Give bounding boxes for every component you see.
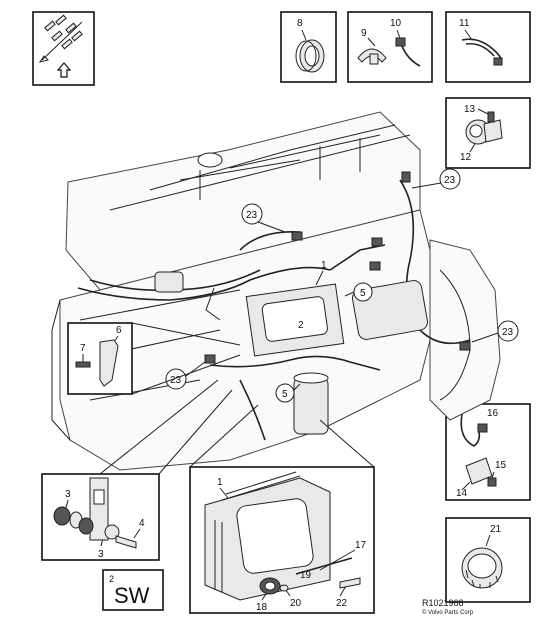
box-ecu-detail: 1 17 19 18 20 22 xyxy=(189,404,375,614)
sw-box: 2 SW xyxy=(102,569,164,611)
parts-group-icon xyxy=(44,14,83,50)
callout-8: 8 xyxy=(297,18,303,29)
up-arrow-icon xyxy=(56,62,72,78)
callout-23b: 23 xyxy=(444,175,456,186)
box-part-9-10: 9 10 xyxy=(347,11,433,83)
callout-5b: 5 xyxy=(282,389,288,400)
box-part-8: 8 xyxy=(280,11,337,83)
direction-arrow-icon xyxy=(38,55,49,63)
box-part-3-4: 3 3 4 xyxy=(41,379,233,561)
callout-1-detail: 1 xyxy=(217,477,223,488)
callout-7: 7 xyxy=(80,343,86,354)
callout-20: 20 xyxy=(290,598,302,609)
box-part-11: 11 xyxy=(445,11,531,83)
callout-10: 10 xyxy=(390,18,402,29)
callout-3b: 3 xyxy=(98,549,104,560)
bracket-clip-icon xyxy=(465,457,493,485)
sw-number: 2 xyxy=(109,574,114,584)
box-part-21: 21 xyxy=(445,517,531,603)
callout-22: 22 xyxy=(336,598,348,609)
sw-label: SW xyxy=(114,583,150,608)
box-part-12-13: 13 12 xyxy=(445,97,531,169)
callout-23d: 23 xyxy=(170,375,182,386)
callout-15: 15 xyxy=(495,460,507,471)
callout-23c: 23 xyxy=(502,327,514,338)
callout-23a: 23 xyxy=(246,210,258,221)
box-part-6-7: 6 7 xyxy=(67,322,241,395)
oil-filler-cap-icon xyxy=(197,152,223,168)
direction-box xyxy=(32,11,95,86)
engine-illustration xyxy=(51,111,501,471)
callout-19: 19 xyxy=(300,570,312,581)
callout-18: 18 xyxy=(256,602,268,613)
callout-1: 1 xyxy=(321,260,327,271)
box-part-14-15-16: 16 15 14 xyxy=(445,403,531,501)
callout-2: 2 xyxy=(298,320,304,331)
reference-code: R1021968 xyxy=(422,598,464,608)
fuel-filter-icon xyxy=(293,377,329,435)
copyright-text: © Volvo Parts Corp xyxy=(422,609,474,616)
callout-9: 9 xyxy=(361,28,367,39)
callout-17: 17 xyxy=(355,540,367,551)
rubber-grommet-icon xyxy=(53,506,71,526)
callout-13: 13 xyxy=(464,104,476,115)
callout-16: 16 xyxy=(487,408,499,419)
callout-11: 11 xyxy=(459,18,470,29)
callout-5b-circle xyxy=(275,383,295,403)
bracket-icon xyxy=(99,339,119,387)
callout-3a: 3 xyxy=(65,489,71,500)
engine-callouts: 1 2 5 5 23 23 23 23 xyxy=(165,168,519,403)
strap-icon xyxy=(460,413,481,447)
screw-icon xyxy=(339,577,361,589)
bolt-icon xyxy=(115,535,137,549)
callout-12: 12 xyxy=(460,152,472,163)
connector-icon xyxy=(395,37,406,47)
callout-21: 21 xyxy=(490,524,502,535)
callout-4: 4 xyxy=(139,518,145,529)
callout-14: 14 xyxy=(456,488,468,499)
callout-5a: 5 xyxy=(360,288,366,299)
callout-6: 6 xyxy=(116,325,122,336)
